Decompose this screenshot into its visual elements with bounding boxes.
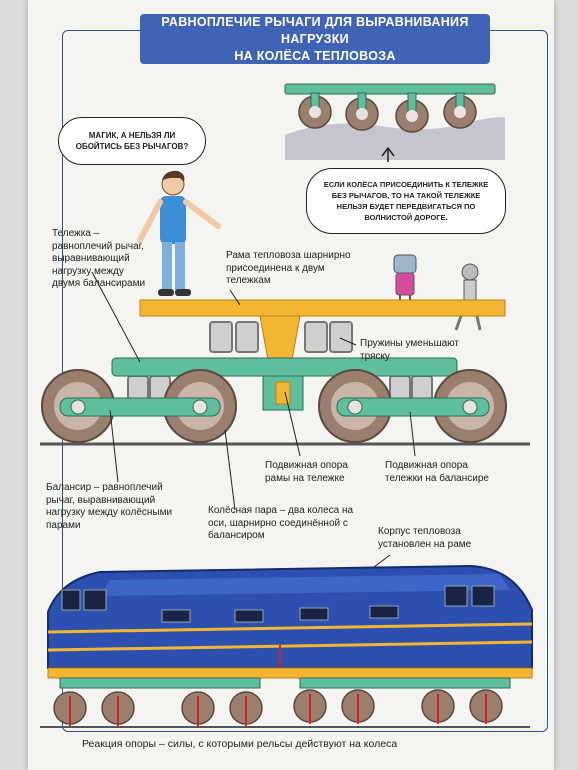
title-line-1: РАВНОПЛЕЧИЕ РЫЧАГИ ДЛЯ ВЫРАВНИВАНИЯ НАГР…: [161, 14, 469, 46]
balancer-right: [336, 397, 490, 417]
title-line-2: НА КОЛЁСА ТЕПЛОВОЗА: [234, 48, 396, 63]
label-balancer: Балансир – равноплечий рычаг, выравниваю…: [46, 482, 173, 531]
label-bogie: Тележка – равноплечий рычаг, выравнивающ…: [52, 228, 146, 289]
bogie-diagram: [40, 271, 530, 571]
loco-frame-beam: [139, 299, 506, 317]
label-body: Корпус тепловоза установлен на раме: [378, 526, 472, 550]
robot-speech-text: ЕСЛИ КОЛЁСА ПРИСОЕДИНИТЬ К ТЕЛЕЖКЕ БЕЗ Р…: [323, 180, 489, 222]
label-frame: Рама тепловоза шарнирно присоединена к д…: [226, 250, 351, 286]
boy-speech-bubble: МАГИК, А НЕЛЬЗЯ ЛИ ОБОЙТИСЬ БЕЗ РЫЧАГОВ?: [58, 117, 206, 165]
boy-figure: [137, 170, 221, 296]
page-title: РАВНОПЛЕЧИЕ РЫЧАГИ ДЛЯ ВЫРАВНИВАНИЯ НАГР…: [140, 14, 490, 64]
label-wheelset: Колёсная пара – два колеса на оси, шарни…: [208, 505, 354, 541]
boy-speech-text: МАГИК, А НЕЛЬЗЯ ЛИ ОБОЙТИСЬ БЕЗ РЫЧАГОВ?: [75, 131, 189, 151]
robot-speech-bubble: ЕСЛИ КОЛЁСА ПРИСОЕДИНИТЬ К ТЕЛЕЖКЕ БЕЗ Р…: [306, 168, 506, 234]
locomotive-illustration: [40, 564, 533, 728]
balancer-left: [59, 397, 221, 417]
label-bogie-support: Подвижная опора тележки на балансире: [385, 460, 489, 484]
robot-figure: [393, 254, 482, 331]
caption: Реакция опоры – силы, с которыми рельсы …: [82, 738, 398, 750]
reaction-arrows: [69, 645, 487, 726]
label-springs: Пружины уменьшают тряску: [360, 338, 460, 362]
label-frame-support: Подвижная опора рамы на тележке: [265, 460, 348, 484]
rigid-cart-illustration: [284, 83, 505, 162]
